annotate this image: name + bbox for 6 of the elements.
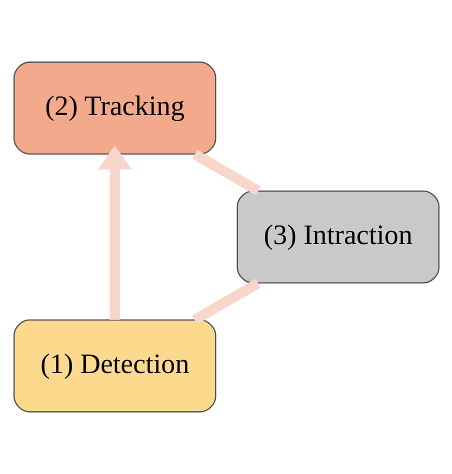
connector <box>192 150 260 196</box>
connector <box>192 278 260 324</box>
node-box: (2) Tracking <box>12 62 216 155</box>
node-box: (1) Detection <box>12 319 216 412</box>
arrow <box>97 145 132 320</box>
node-box: (3) Intraction <box>236 190 440 284</box>
